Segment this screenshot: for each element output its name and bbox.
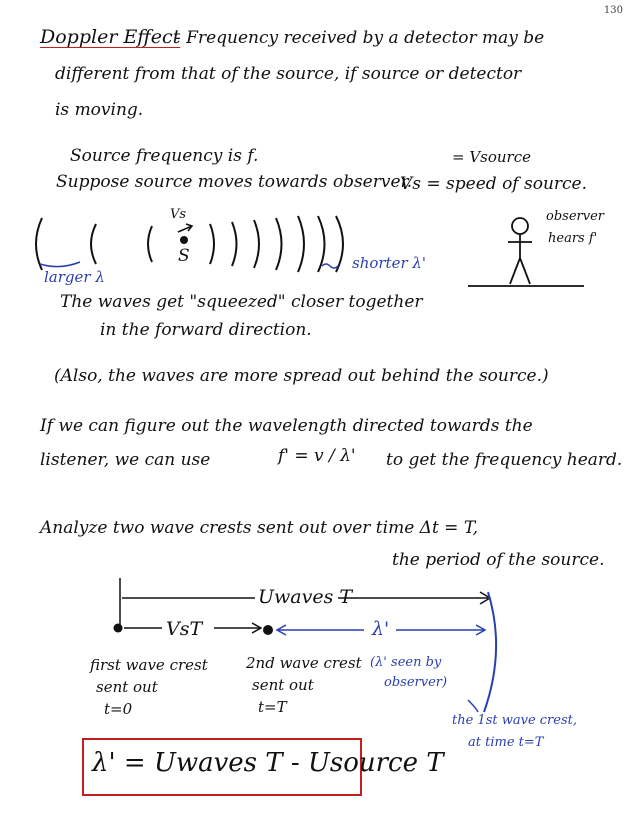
wavelength-line-1: If we can figure out the wavelength dire… xyxy=(40,416,533,436)
first-at-line-2: at time t=T xyxy=(468,735,544,750)
shorter-lambda-label: shorter λ' xyxy=(352,254,427,272)
vs-label: Vs xyxy=(170,207,187,222)
observer-figure xyxy=(468,217,584,287)
larger-lambda-label: larger λ xyxy=(44,268,105,286)
first-crest-line-1: first wave crest xyxy=(90,656,208,674)
source-velocity-arrow xyxy=(177,225,193,233)
wavelength-line-2a: listener, we can use xyxy=(40,450,211,470)
observer-label: observer xyxy=(546,209,604,224)
squeeze-line-1: The waves get "squeezed" closer together xyxy=(60,292,423,312)
second-crest-line-1: 2nd wave crest xyxy=(246,654,362,672)
lambda-arrowhead-left xyxy=(275,624,287,636)
wave-arc-front-1 xyxy=(209,223,215,265)
first-crest-arc-at-T xyxy=(483,591,498,713)
squeeze-line-2: in the forward direction. xyxy=(100,320,312,340)
second-crest-dot xyxy=(263,625,273,635)
result-formula-box xyxy=(82,738,362,796)
source-frequency-line: Source frequency is f. xyxy=(70,146,259,166)
second-crest-line-2: sent out xyxy=(252,676,314,694)
title-doppler-effect: Doppler Effect xyxy=(40,26,181,48)
first-crest-dot xyxy=(113,623,123,633)
frequency-formula: f' = v / λ' xyxy=(278,446,356,466)
wave-arc-behind-3 xyxy=(147,225,153,263)
lambda-arrowhead-right xyxy=(475,624,487,636)
wave-arc-front-6 xyxy=(317,215,326,273)
first-crest-line-3: t=0 xyxy=(104,700,133,718)
shorter-lambda-squiggle xyxy=(321,263,339,269)
vst-arrowhead xyxy=(251,622,263,634)
wave-arc-front-2 xyxy=(231,221,238,267)
suppose-line: Suppose source moves towards observer. xyxy=(56,172,413,192)
lambda-prime-label: λ' xyxy=(372,618,390,640)
intro-line-2: different from that of the source, if so… xyxy=(55,64,522,84)
wave-arc-front-7 xyxy=(335,215,344,273)
lambda-note-1: (λ' seen by xyxy=(370,655,442,670)
second-crest-line-3: t=T xyxy=(258,698,287,716)
lambda-note-2: observer) xyxy=(384,675,448,690)
wave-arc-behind-1 xyxy=(35,217,43,271)
first-at-line-1: the 1st wave crest, xyxy=(452,713,577,728)
wave-arc-front-4 xyxy=(275,217,283,271)
intro-line-1: - Frequency received by a detector may b… xyxy=(175,28,545,48)
wave-arc-front-5 xyxy=(297,215,305,273)
larger-lambda-bracket xyxy=(39,261,81,268)
vwaves-t-label: Uwaves T xyxy=(258,586,353,608)
vsource-note: = Vsource xyxy=(452,148,532,166)
page-number: 130 xyxy=(603,5,623,16)
hears-label: hears f' xyxy=(548,231,598,246)
first-crest-line-2: sent out xyxy=(96,678,158,696)
source-s-label: S xyxy=(178,246,190,266)
vs-definition: Vs = speed of source. xyxy=(400,174,588,194)
source-dot xyxy=(180,236,188,244)
vs-t-label: VsT xyxy=(166,618,203,640)
also-line: (Also, the waves are more spread out beh… xyxy=(54,366,549,386)
intro-line-3: is moving. xyxy=(55,100,144,120)
analyze-line-2: the period of the source. xyxy=(392,550,605,570)
result-formula: λ' = Uwaves T - Usource T xyxy=(92,748,444,778)
wave-arc-front-3 xyxy=(253,219,260,269)
analyze-line-1: Analyze two wave crests sent out over ti… xyxy=(40,518,479,538)
wavelength-line-2b: to get the frequency heard. xyxy=(386,450,623,470)
wave-arc-behind-2 xyxy=(90,223,97,265)
